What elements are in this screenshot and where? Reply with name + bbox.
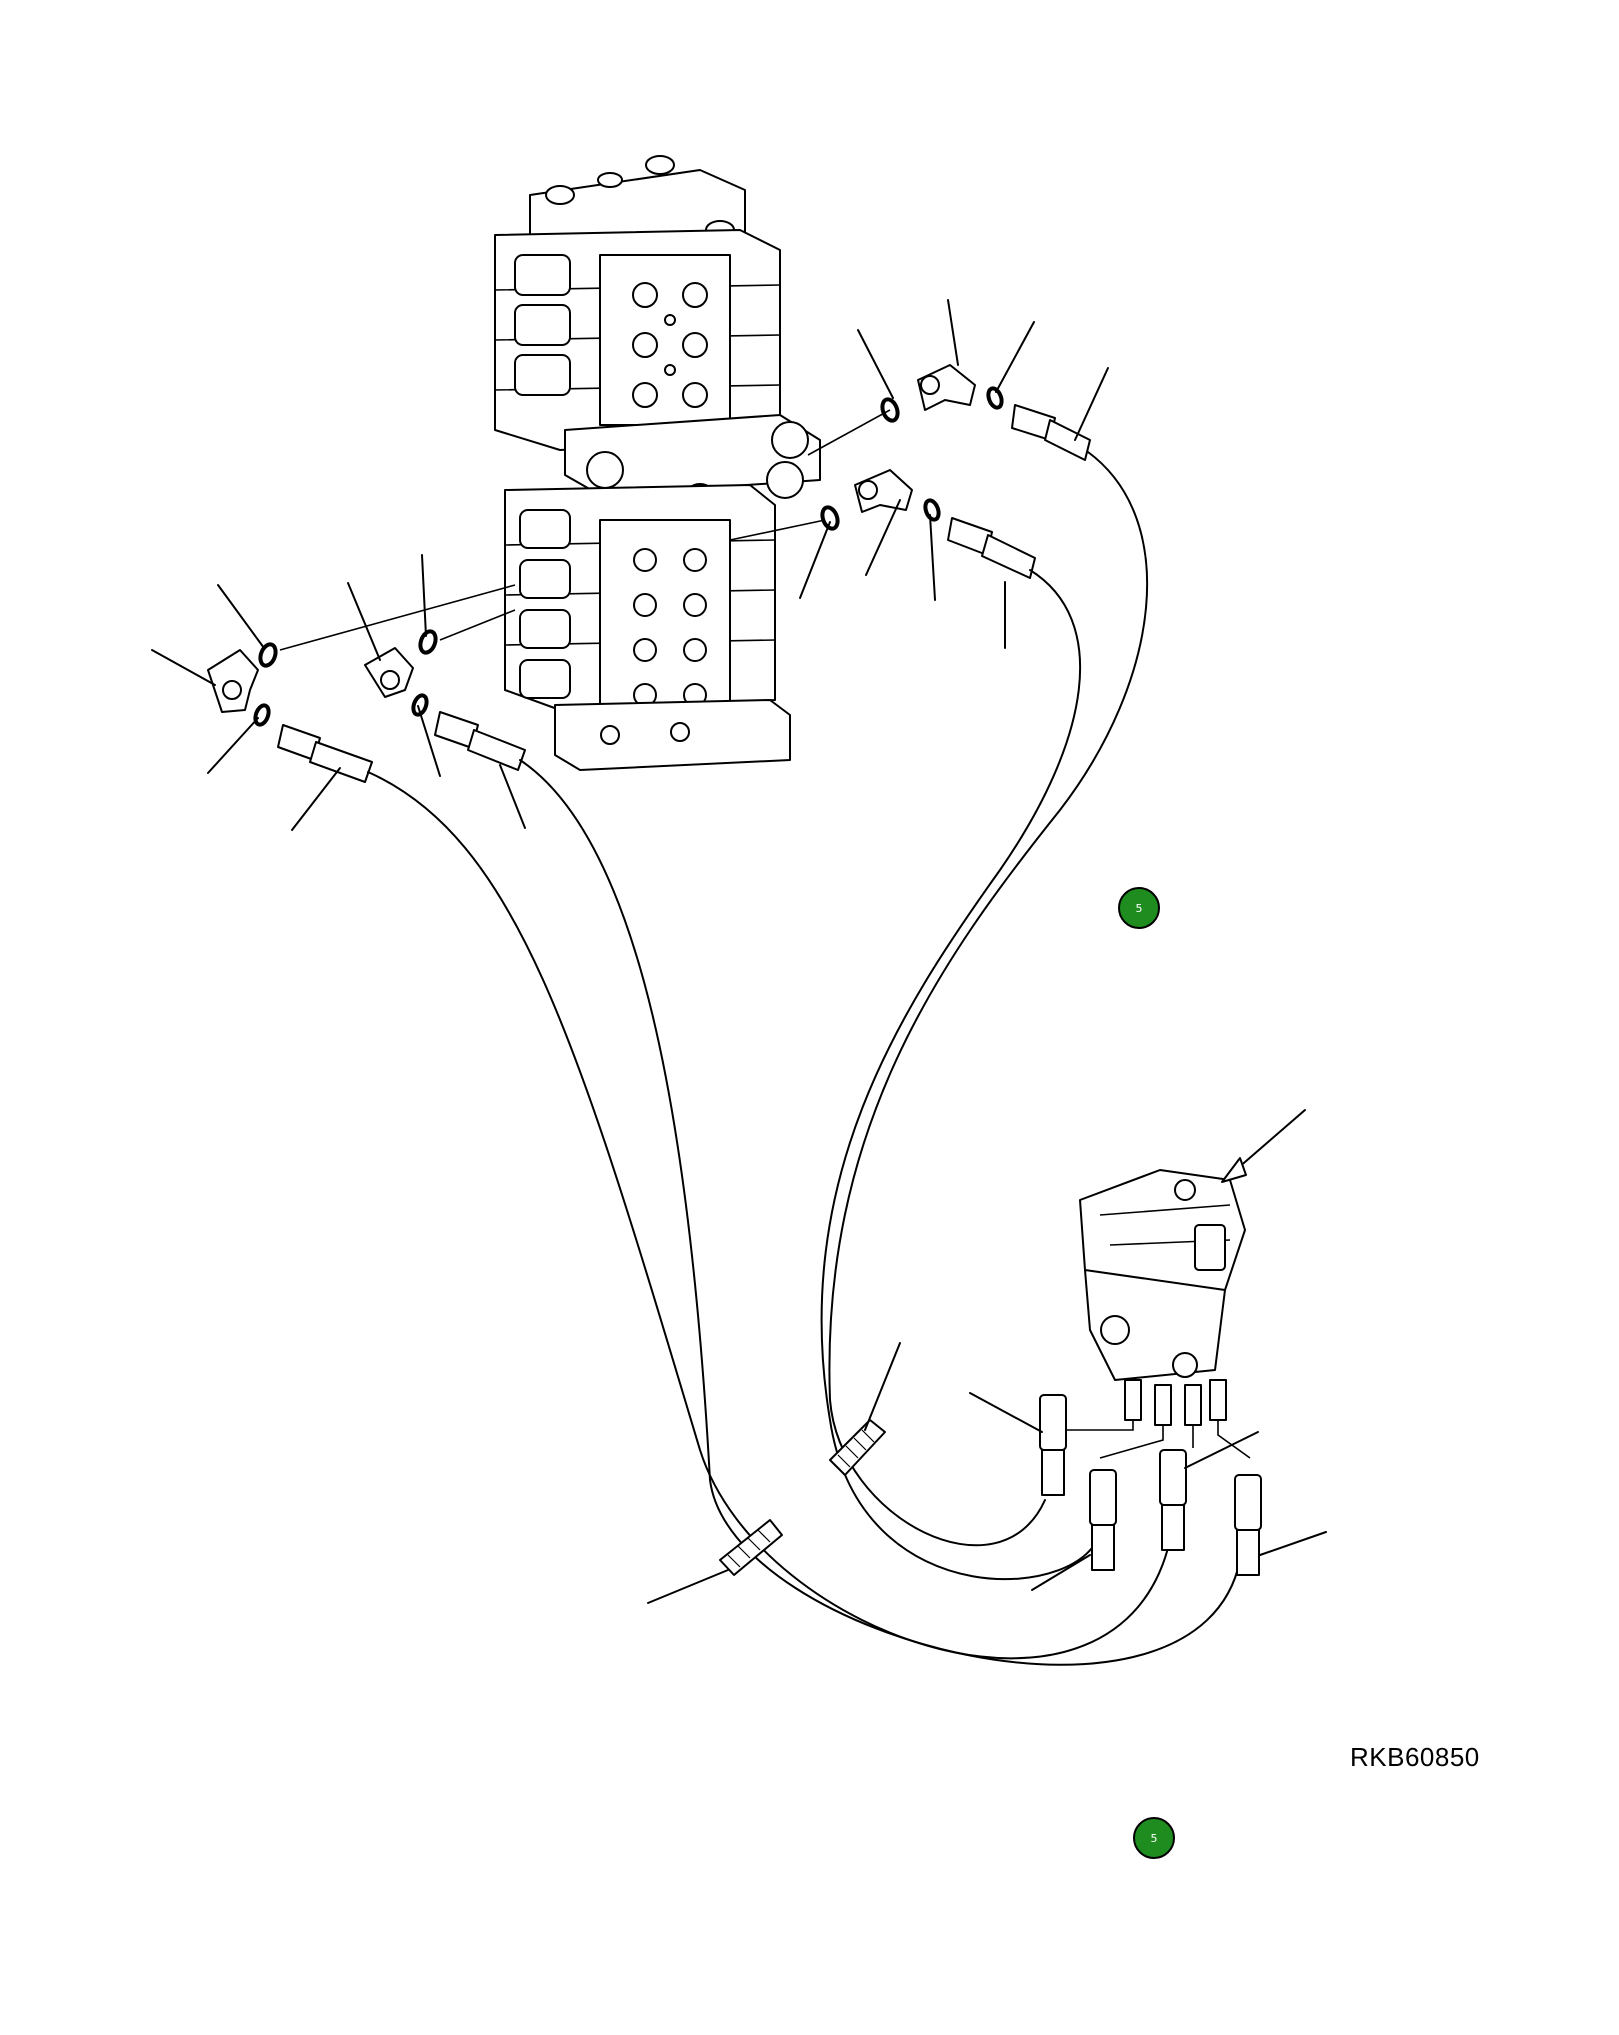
leader-lines: [151, 299, 1327, 1604]
hose-c: [367, 771, 1171, 1660]
hose-lines: [367, 451, 1241, 1666]
fitting-group-upper-right: [807, 364, 1091, 461]
hose-clamp-upper: [829, 1419, 886, 1476]
reference-marker-label: 5: [1136, 902, 1143, 915]
reference-marker-2[interactable]: 5: [1133, 1817, 1175, 1859]
hose-d: [519, 759, 1241, 1666]
hose-b: [820, 569, 1101, 1581]
fitting-group-left-outer: [207, 584, 516, 783]
pilot-control-valve: [1079, 1169, 1246, 1426]
fitting-group-left-inner: [364, 609, 526, 771]
control-valve-assembly: [494, 155, 821, 771]
hose-a: [828, 451, 1149, 1547]
upper-port-face: [599, 254, 731, 426]
reference-marker-label: 5: [1151, 1832, 1158, 1845]
drawing-code: RKB60850: [1350, 1742, 1480, 1772]
fitting-group-middle-right: [729, 469, 1036, 579]
reference-marker-1[interactable]: 5: [1118, 887, 1160, 929]
ppc-hose-fittings: [1039, 1394, 1262, 1576]
hose-clamp-lower: [719, 1519, 783, 1576]
lower-port-face: [599, 519, 731, 707]
ppc-valve-arrowhead: [1221, 1157, 1247, 1183]
pilot-line-stubs: [1060, 1420, 1251, 1459]
